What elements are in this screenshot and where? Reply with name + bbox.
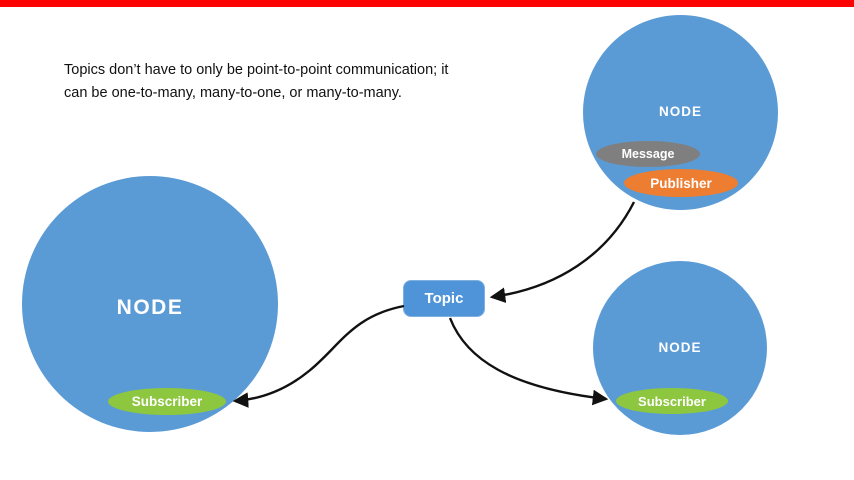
description-line-1: Topics don’t have to only be point-to-po… [64,62,449,78]
arrow-publisher-to-topic [489,201,636,303]
top-right-node-circle: NODE Message Publisher [583,15,778,210]
topic-box: Topic [403,280,485,317]
topic-label: Topic [424,290,464,307]
left-node-label: NODE [116,296,184,319]
description-line-2: can be one-to-many, many-to-one, or many… [64,85,402,101]
top-right-node-label: NODE [658,104,702,119]
red-top-bar [0,0,854,7]
description-text: Topics don’t have to only be point-to-po… [64,59,448,105]
bottom-right-subscriber-label: Subscriber [638,393,706,409]
arrow-topic-to-right-subscriber [448,317,609,406]
left-subscriber-pill: Subscriber [108,388,226,415]
bottom-right-subscriber-pill: Subscriber [616,388,728,414]
left-node-circle: NODE Subscriber [22,176,278,432]
message-label: Message [621,147,675,161]
message-pill: Message [596,141,700,167]
bottom-right-node-circle: NODE Subscriber [593,261,767,435]
left-subscriber-label: Subscriber [131,394,203,409]
publisher-label: Publisher [650,175,712,191]
publisher-pill: Publisher [624,169,738,197]
bottom-right-node-label: NODE [658,340,702,355]
